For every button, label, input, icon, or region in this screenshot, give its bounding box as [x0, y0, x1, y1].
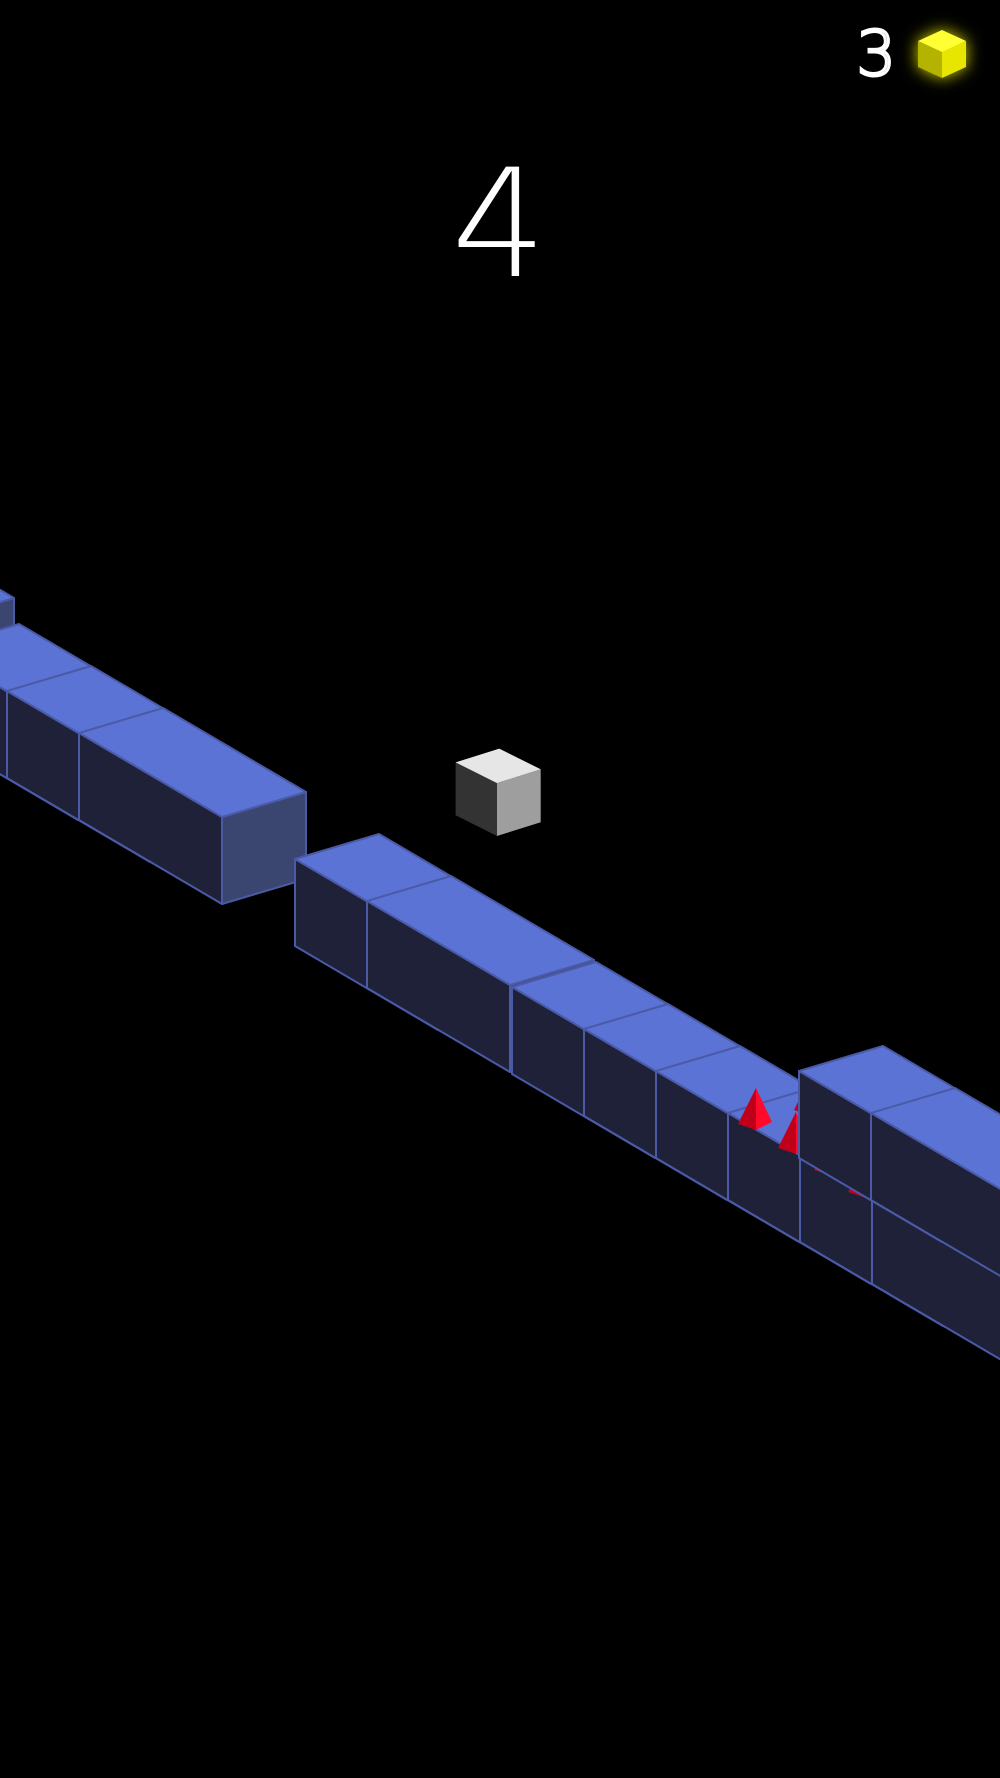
- spike-right-face: [756, 1088, 772, 1130]
- score-display: 4: [451, 138, 549, 312]
- player-top-face: [455, 748, 541, 784]
- gem-count: 3: [855, 17, 897, 90]
- platform-block-a-2: [78, 707, 307, 905]
- spike-left-face: [738, 1088, 756, 1130]
- block-top-face: [78, 707, 307, 818]
- player-left-face: [455, 762, 497, 836]
- yellow-cube-icon: [918, 30, 966, 78]
- spike-left-face: [778, 1112, 796, 1154]
- player-right-face: [497, 769, 541, 836]
- block-top-face: [0, 588, 15, 604]
- gem-counter: 3: [855, 14, 970, 94]
- block-top-face: [366, 875, 595, 986]
- spike-1: [738, 1088, 772, 1130]
- platform-block-raised-1: [870, 1087, 1000, 1277]
- block-top-face: [870, 1087, 1000, 1190]
- player-cube: [455, 748, 541, 836]
